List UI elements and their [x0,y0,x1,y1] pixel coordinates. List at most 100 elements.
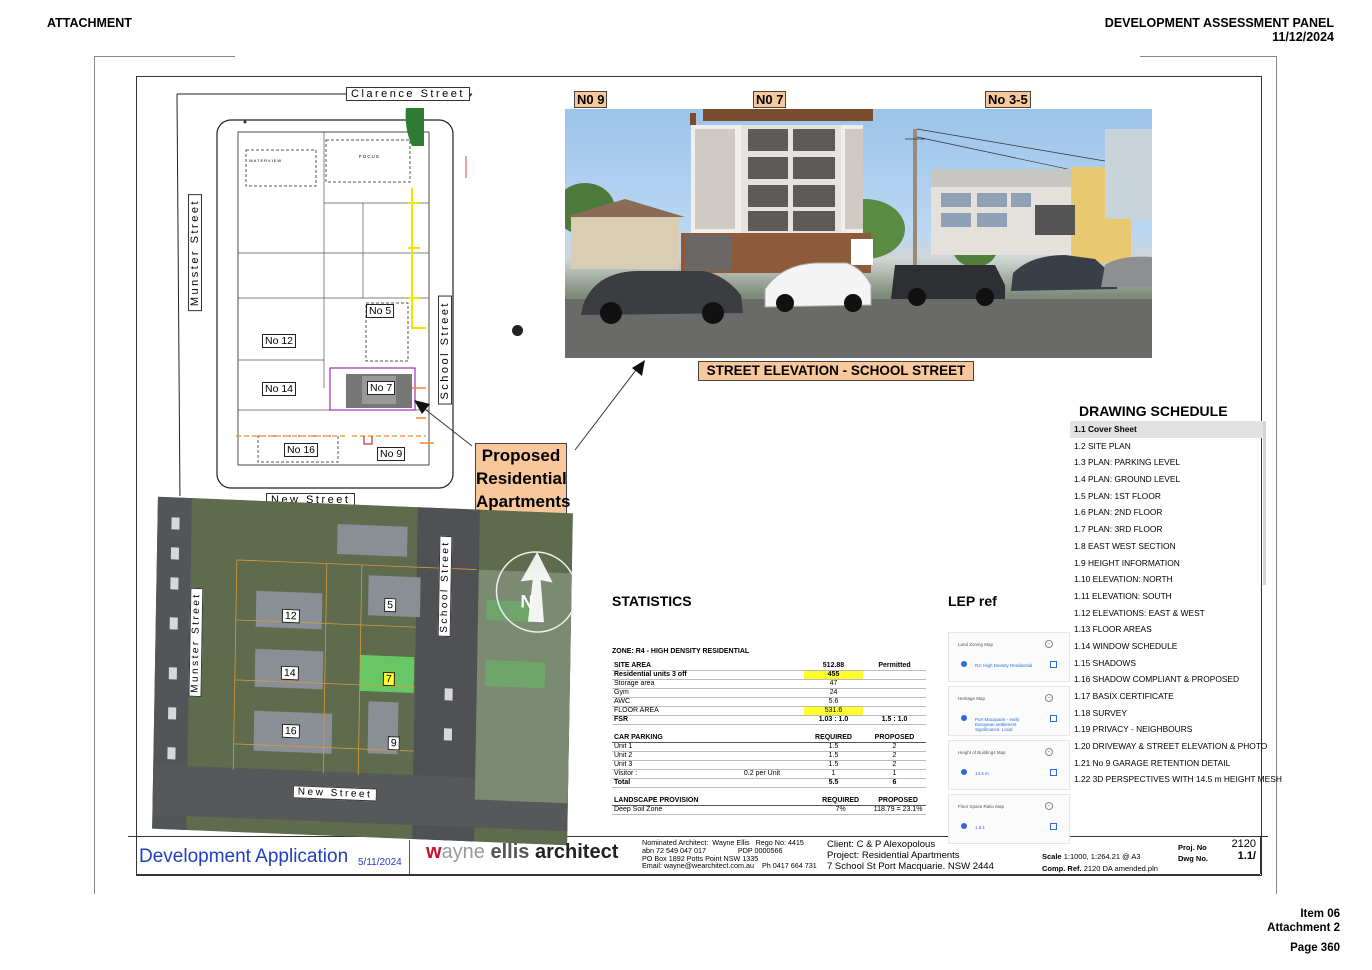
lep-card-title: Floor Space Ratio Map [958,804,1005,809]
site-plan: Clarence Street Munster Street School St… [176,87,482,507]
car-row-proposed: 2 [863,751,926,761]
development-application-label: Development Application [139,846,349,867]
car-row-note [720,778,804,788]
external-link-icon[interactable] [1050,769,1057,776]
external-link-icon[interactable] [1050,661,1057,668]
tb-border [136,874,1260,875]
site-row-permitted [863,697,926,707]
proj-no-value: 2120 [1231,838,1256,850]
lep-card[interactable]: Land Zoning Map − R4: High Density Resid… [948,632,1070,682]
schedule-item[interactable]: 1.1 Cover Sheet [1070,421,1266,438]
car-row-proposed: 2 [863,760,926,770]
external-link-icon[interactable] [1050,823,1057,830]
drawing-schedule-list: 1.1 Cover Sheet 1.2 SITE PLAN 1.3 PLAN: PA… [1070,421,1282,785]
attachment-label: ATTACHMENT [47,16,132,30]
schedule-item[interactable]: 1.2 SITE PLAN [1074,440,1131,451]
lep-card[interactable]: Floor Space Ratio Map − 1.5:1 [948,794,1070,844]
address-line: 7 School St Port Macquarie. NSW 2444 [827,861,994,872]
proposed-line-3: Apartments [476,492,571,511]
schedule-item[interactable]: 1.12 ELEVATIONS: EAST & WEST [1074,607,1205,618]
scale-block: Scale 1:1000, 1:264.21 @ A3 Comp. Ref. 2… [1042,851,1158,875]
site-row-value: 1.03 : 1.0 [804,715,863,725]
aerial-lot-9: 9 [387,736,400,751]
schedule-item[interactable]: 1.8 EAST WEST SECTION [1074,540,1176,551]
car-row-required: 1 [804,769,863,779]
site-row-permitted [863,670,926,680]
collapse-icon[interactable]: − [1045,694,1053,702]
lep-card-value: 1.5:1 [975,825,986,830]
schedule-item[interactable]: 1.19 PRIVACY - NEIGHBOURS [1074,724,1193,735]
schedule-item[interactable]: 1.16 SHADOW COMPLIANT & PROPOSED [1074,674,1240,685]
firm-logo-ayne: ayne [441,841,491,863]
external-link-icon[interactable] [1050,715,1057,722]
car-row-proposed: 2 [863,742,926,752]
lep-card-title: Heritage Map [958,696,986,701]
site-row-value: 531.6 [804,706,863,716]
schedule-item[interactable]: 1.6 PLAN: 2ND FLOOR [1074,507,1163,518]
focus-label: FOCUS [359,154,380,159]
lot-label-no12: No 12 [262,334,297,348]
schedule-scrollbar[interactable] [1263,421,1266,585]
schedule-item[interactable]: 1.20 DRIVEWAY & STREET ELEVATION & PHOTO [1074,741,1268,752]
site-row: Residential units 3 off 455 [612,670,926,680]
schedule-item[interactable]: 1.18 SURVEY [1074,707,1127,718]
site-row-label: SITE AREA [612,662,766,671]
lep-card[interactable]: Height of Buildings Map − 14.5 m [948,740,1070,790]
site-row-value: 5.6 [804,697,863,707]
frame-line [94,56,95,894]
elevation-tag-no9: N0 9 [574,91,608,108]
car-row-note [720,760,804,770]
schedule-item[interactable]: 1.15 SHADOWS [1074,657,1136,668]
site-row-value: 47 [804,679,863,689]
tb-border [136,836,137,874]
collapse-icon[interactable]: − [1045,640,1053,648]
table-header: LANDSCAPE PROVISION REQUIRED PROPOSED [612,797,926,806]
header-label: LANDSCAPE PROVISION [612,797,812,806]
scale-value: 1:1000, 1:264.21 @ A3 [1063,852,1141,861]
car-row-label: Visitor : [612,769,720,779]
waterview-label: WATERVIEW [249,158,283,163]
schedule-item[interactable]: 1.22 3D PERSPECTIVES WITH 14.5 m HEIGHT … [1074,774,1282,785]
firm-detail-line: Email: wayne@wearchitect.com.au Ph 0417 … [642,861,817,871]
schedule-item[interactable]: 1.10 ELEVATION: NORTH [1074,574,1173,585]
site-row-label: Residential units 3 off [612,670,766,680]
panel-header: DEVELOPMENT ASSESSMENT PANEL 11/12/2024 [1105,16,1334,44]
schedule-item[interactable]: 1.17 BASIX CERTIFICATE [1074,691,1174,701]
schedule-item[interactable]: 1.4 PLAN: GROUND LEVEL [1074,474,1181,485]
site-row: SITE AREA 512.88 Permitted [612,662,926,671]
firm-logo-architect: architect [529,841,619,863]
aerial-label-munster: Munster Street [188,588,204,698]
schedule-item[interactable]: 1.9 HEIGHT INFORMATION [1074,557,1180,568]
collapse-icon[interactable]: − [1045,802,1053,810]
firm-logo: wayne ellis architect [426,841,618,864]
schedule-item[interactable]: 1.7 PLAN: 3RD FLOOR [1074,524,1163,535]
site-row: Storage area 47 [612,679,926,689]
lep-card[interactable]: Heritage Map − Port Macquarie - early Eu… [948,686,1070,736]
compass-dot-icon [512,325,523,336]
lep-title: LEP ref [948,593,997,609]
collapse-icon[interactable]: − [1045,748,1053,756]
header-proposed: PROPOSED [863,734,926,743]
site-row: FSR 1.03 : 1.0 1.5 : 1.0 [612,715,926,725]
schedule-item[interactable]: 1.13 FLOOR AREAS [1074,624,1152,635]
car-row-label: Total [612,778,720,788]
lep-cards: Land Zoning Map − R4: High Density Resid… [948,632,1070,848]
layer-dot-icon [961,769,967,775]
scale-label: Scale [1042,852,1062,861]
street-elevation-illustration [565,109,1152,358]
schedule-item[interactable]: 1.3 PLAN: PARKING LEVEL [1074,457,1180,468]
lot-label-no9: No 9 [377,447,406,461]
site-row-permitted [863,688,926,698]
lep-card-title: Land Zoning Map [958,642,994,647]
schedule-item[interactable]: 1.14 WINDOW SCHEDULE [1074,640,1178,651]
schedule-item[interactable]: 1.11 ELEVATION: SOUTH [1074,590,1172,601]
firm-detail-line: abn 72 549 047 017 PDP 0000566 [642,845,783,855]
schedule-item[interactable]: 1.21 No 9 GARAGE RETENTION DETAIL [1074,757,1231,768]
lep-card-value: R4: High Density Residential [975,663,1033,668]
car-row-note [720,751,804,761]
comp-ref-label: Comp. Ref. [1042,864,1082,873]
schedule-item[interactable]: 1.5 PLAN: 1ST FLOOR [1074,490,1161,501]
site-row-label: FSR [612,715,766,725]
car-row: Total 5.5 6 [612,778,926,788]
